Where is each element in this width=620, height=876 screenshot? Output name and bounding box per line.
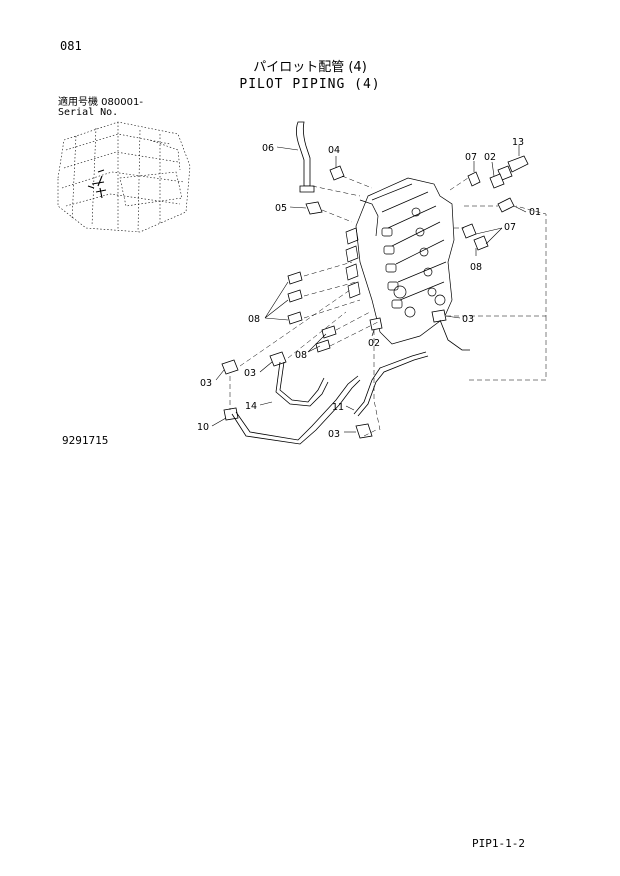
drawing-number: 9291715 [62, 434, 109, 447]
callout-08-left: 08 [248, 314, 260, 325]
callout-11: 11 [332, 402, 344, 413]
callout-05: 05 [275, 203, 287, 214]
callout-03-bottom: 03 [328, 429, 340, 440]
callout-07-top: 07 [465, 152, 477, 163]
callout-07-right: 07 [504, 222, 516, 233]
callout-03-middle: 03 [244, 368, 256, 379]
page-code: PIP1-1-2 [472, 837, 525, 850]
serial-label-japanese: 適用号機 080001- [58, 97, 143, 108]
callout-04: 04 [328, 145, 340, 156]
callout-08-right: 08 [470, 262, 482, 273]
callout-02-center: 02 [368, 338, 380, 349]
callout-leaders [211, 145, 527, 433]
page-title-japanese: パイロット配管 (4) [253, 60, 367, 75]
callout-03-right: 03 [462, 314, 474, 325]
page-title: PILOT PIPING (4) [239, 77, 381, 92]
callout-10: 10 [197, 422, 209, 433]
callout-01: 01 [529, 207, 541, 218]
page-number: 081 [60, 39, 82, 53]
serial-label: Serial No. [58, 107, 119, 118]
callout-06: 06 [262, 143, 274, 154]
callout-02-top: 02 [484, 152, 496, 163]
callout-08-lower: 08 [295, 350, 307, 361]
callout-14: 14 [245, 401, 257, 412]
callout-labels: 06 04 05 13 07 02 01 07 08 08 08 03 02 0… [197, 137, 541, 440]
callout-03-left: 03 [200, 378, 212, 389]
callout-13: 13 [512, 137, 524, 148]
location-marker-icon [87, 169, 107, 199]
fittings [221, 121, 529, 439]
machine-location-thumbnail [57, 121, 191, 233]
pipe-routing-lines [229, 175, 547, 437]
control-valve [345, 177, 455, 345]
pilot-pipes [231, 319, 470, 445]
